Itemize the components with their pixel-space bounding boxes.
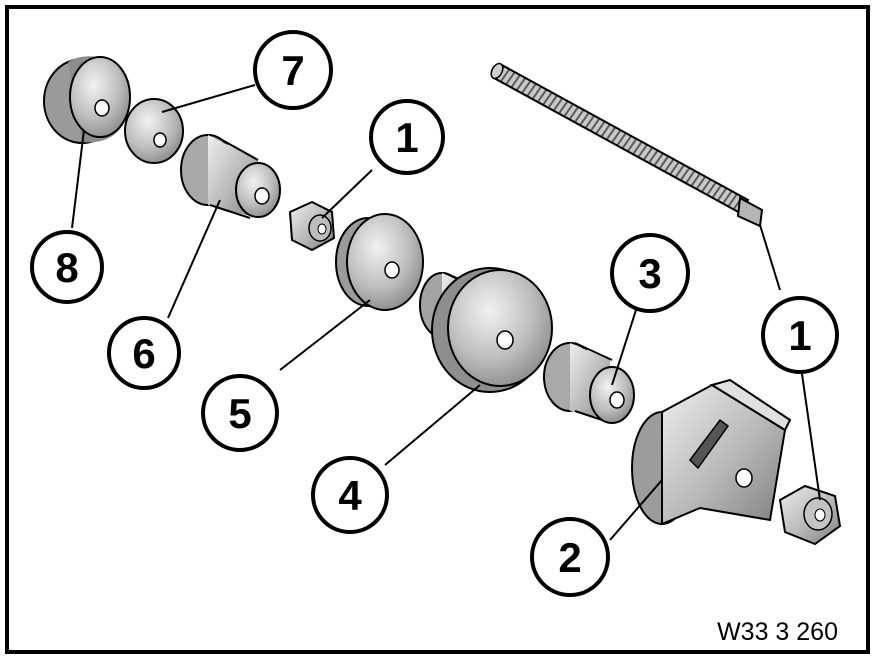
callout-8-label: 8: [55, 244, 78, 291]
part-1-nut-top: [288, 200, 336, 252]
callout-4-label: 4: [338, 472, 362, 519]
callout-7-label: 7: [281, 47, 304, 94]
figure-id: W33 3 260: [717, 618, 838, 646]
figure-border: [5, 5, 870, 654]
callout-1-right: 1: [761, 296, 839, 374]
callout-3-label: 3: [638, 250, 661, 297]
part-5-disc: [335, 213, 424, 311]
callout-7: 7: [253, 30, 333, 110]
part-8-disc: [43, 56, 131, 144]
callout-1-top-label: 1: [395, 114, 418, 161]
callout-1-top: 1: [369, 99, 445, 175]
callout-2-label: 2: [558, 534, 581, 581]
part-1-nut-right: [778, 484, 842, 546]
part-7-washer: [124, 98, 184, 164]
callout-1-right-label: 1: [788, 312, 811, 359]
callout-2: 2: [530, 517, 610, 597]
callout-5-label: 5: [228, 390, 251, 437]
callout-3: 3: [610, 233, 690, 313]
part-3-sleeve: [543, 342, 635, 424]
part-4-pressure-piece: [419, 267, 553, 393]
callout-4: 4: [311, 456, 389, 534]
callout-6: 6: [107, 316, 181, 390]
part-6-bushing: [180, 134, 281, 219]
leader-lines: [71, 84, 821, 541]
callout-6-label: 6: [132, 330, 155, 377]
part-2-housing: [631, 378, 792, 526]
callout-5: 5: [201, 374, 279, 452]
callout-8: 8: [30, 230, 104, 304]
part-threaded-spindle: [490, 62, 764, 228]
